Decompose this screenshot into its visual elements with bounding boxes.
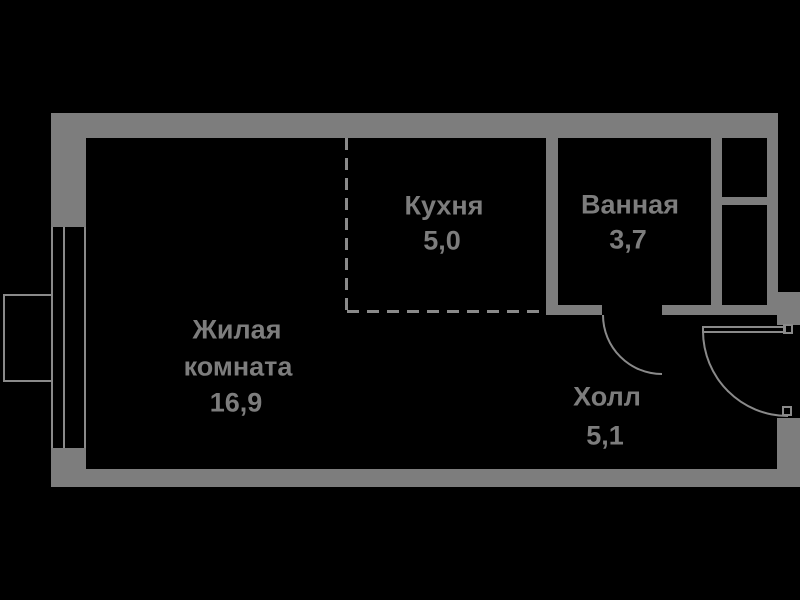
wall-entry-jamb-bottom (777, 418, 800, 487)
living-room-area: 16,9 (209, 387, 263, 418)
kitchen-label: Кухня (404, 190, 484, 221)
entry-door-arc (702, 331, 788, 417)
window-line-inner (84, 227, 86, 448)
bathroom-area: 3,7 (609, 224, 647, 255)
entry-door-strike (782, 406, 792, 416)
living-room-label-line1: Жилая (192, 314, 282, 345)
bathroom-door-arc (602, 315, 662, 375)
window-line-middle (63, 227, 65, 448)
kitchen-boundary-dashed-vertical (345, 138, 348, 313)
wall-bathroom-bottom (546, 305, 602, 315)
wall-bottom (51, 469, 800, 487)
window-ledge-outline (3, 294, 51, 382)
kitchen-area: 5,0 (423, 225, 461, 256)
wall-vent-shaft-left (711, 138, 722, 305)
wall-vent-shaft-divider (722, 197, 767, 205)
wall-hall-top (662, 305, 778, 315)
wall-right (767, 138, 778, 305)
wall-kitchen-bathroom-divider (546, 138, 558, 315)
entry-door-hinge (783, 324, 793, 334)
bathroom-label: Ванная (581, 189, 679, 220)
wall-left-upper (51, 113, 86, 227)
window-line-outer (51, 227, 53, 448)
kitchen-boundary-dashed-horizontal (347, 310, 546, 313)
living-room-label-line2: комната (183, 351, 293, 382)
wall-top (51, 113, 778, 138)
wall-entry-jamb-top (777, 292, 800, 325)
hall-area: 5,1 (586, 420, 624, 451)
hall-label: Холл (573, 381, 641, 412)
